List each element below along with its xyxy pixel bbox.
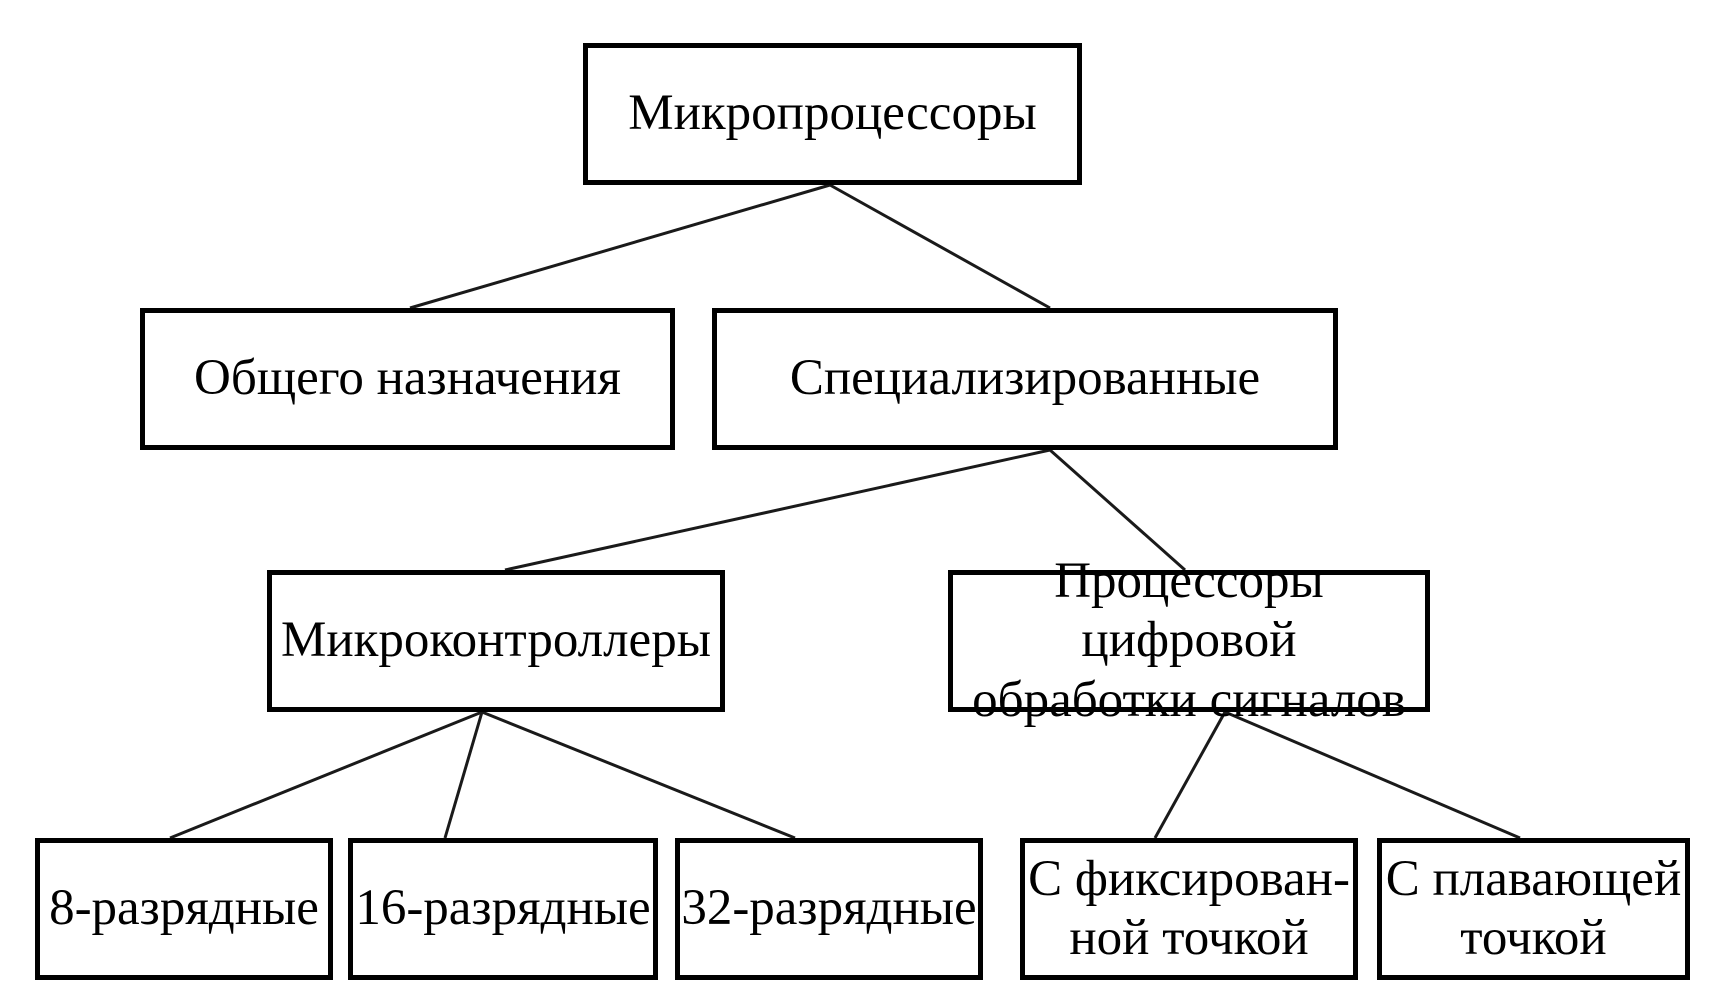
edge-specialized-microcontrollers [504,448,1051,572]
node-floating-point: С плавающей точкой [1377,838,1690,980]
edge-dsp-floating-point [1224,710,1521,840]
node-general-purpose-label: Общего назначения [194,350,621,407]
node-16bit: 16-разрядные [348,838,658,980]
node-dsp: Процессоры цифровой обработки сигналов [948,553,1430,728]
node-fixed-point: С фиксирован- ной точкой [1020,838,1358,980]
node-specialized: Специализированные [712,308,1338,450]
node-specialized-label: Специализированные [789,350,1261,407]
node-32bit: 32-разрядные [675,838,983,980]
node-8bit-label: 8-разрядные [49,880,319,937]
node-floating-point-label: С плавающей точкой [1385,850,1682,966]
edge-dsp-fixed-point [1153,711,1227,839]
node-32bit-label: 32-разрядные [681,880,977,937]
node-fixed-point-label: С фиксирован- ной точкой [1028,850,1350,966]
edge-microcontrollers-8bit [169,710,483,840]
node-microprocessors: Микропроцессоры [583,43,1082,185]
node-microprocessors-label: Микропроцессоры [628,85,1037,142]
edge-root-specialized [829,183,1051,310]
node-8bit: 8-разрядные [35,838,333,980]
node-general-purpose: Общего назначения [140,308,675,450]
node-microcontrollers: Микроконтроллеры [267,570,725,712]
node-dsp-label: Процессоры цифровой обработки сигналов [972,553,1406,728]
edge-specialized-dsp [1049,448,1186,572]
edge-root-general [409,183,831,310]
edge-microcontrollers-16bit [443,711,484,839]
edge-microcontrollers-32bit [481,710,796,840]
node-microcontrollers-label: Микроконтроллеры [281,612,711,669]
node-16bit-label: 16-разрядные [355,880,651,937]
